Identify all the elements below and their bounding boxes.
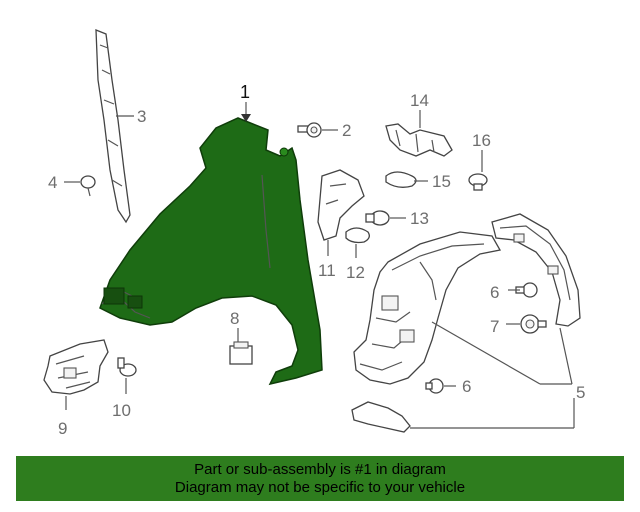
callout-2[interactable]: 2: [342, 121, 351, 140]
footer-line-2: Diagram may not be specific to your vehi…: [174, 478, 466, 496]
part-7-bolt[interactable]: [520, 314, 547, 334]
part-8-grommet[interactable]: [229, 341, 253, 365]
callout-15[interactable]: 15: [432, 172, 451, 191]
leader-1-arrow: [241, 114, 251, 122]
part-16-clip[interactable]: [468, 173, 488, 191]
fender-panel[interactable]: [99, 117, 323, 386]
part-14-bracket[interactable]: [385, 123, 453, 157]
footer-line-1: Part or sub-assembly is #1 in diagram: [194, 460, 446, 478]
part-1-fender[interactable]: [99, 117, 323, 386]
callout-8[interactable]: 8: [230, 309, 239, 328]
callout-6a[interactable]: 6: [490, 283, 499, 302]
callout-10[interactable]: 10: [112, 401, 131, 420]
callout-13[interactable]: 13: [410, 209, 429, 228]
callout-9[interactable]: 9: [58, 419, 67, 438]
part-11-splash-guard[interactable]: [317, 169, 365, 241]
part-13-clip[interactable]: [365, 210, 390, 226]
callout-4[interactable]: 4: [48, 173, 57, 192]
footer-banner: Part or sub-assembly is #1 in diagram Di…: [16, 456, 624, 501]
part-2-bolt[interactable]: [297, 122, 322, 138]
callout-5[interactable]: 5: [576, 383, 585, 402]
leader-5a: [431, 321, 541, 385]
part-4-clip[interactable]: [80, 175, 96, 197]
part-10-push-pin[interactable]: [117, 357, 137, 377]
callout-14[interactable]: 14: [410, 91, 429, 110]
part-12-seal[interactable]: [345, 227, 370, 244]
part-9-bracket[interactable]: [43, 339, 109, 395]
callout-11[interactable]: 11: [318, 261, 336, 280]
callout-1[interactable]: 1: [240, 82, 250, 102]
callout-3[interactable]: 3: [137, 107, 146, 126]
callout-12[interactable]: 12: [346, 263, 365, 282]
part-6b-screw[interactable]: [425, 378, 444, 394]
leader-5c: [559, 327, 573, 385]
callout-16[interactable]: 16: [472, 131, 491, 150]
part-5-fender-liner-rear[interactable]: [491, 213, 581, 327]
part-15-seal[interactable]: [385, 171, 417, 188]
callout-7[interactable]: 7: [490, 317, 499, 336]
part-5-lower-bracket[interactable]: [351, 401, 411, 433]
part-3-fender-seal[interactable]: [95, 29, 131, 224]
part-5-fender-liner[interactable]: [353, 231, 502, 385]
callout-6b[interactable]: 6: [462, 377, 471, 396]
parts-diagram: 3 4 1 2 14 16 15: [43, 29, 585, 438]
